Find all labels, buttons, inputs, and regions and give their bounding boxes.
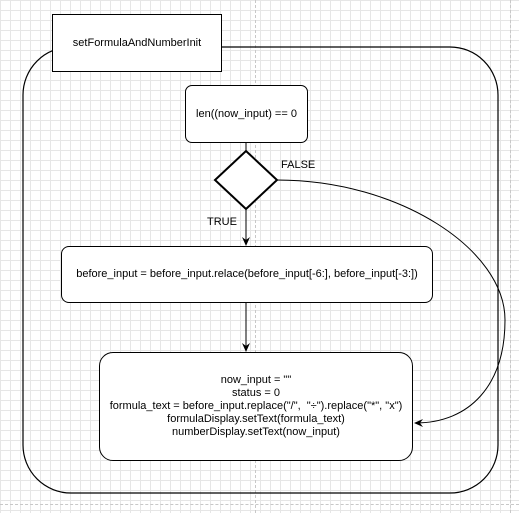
function-container-frame bbox=[22, 46, 499, 494]
function-title: setFormulaAndNumberInit bbox=[72, 36, 202, 49]
true-label: TRUE bbox=[207, 216, 237, 228]
statement-line: formula_text = before_input.replace("/",… bbox=[109, 400, 403, 412]
condition-text: len((now_input) == 0 bbox=[196, 107, 297, 120]
function-title-box[interactable]: setFormulaAndNumberInit bbox=[52, 14, 222, 72]
statement-line: formulaDisplay.setText(formula_text) bbox=[167, 413, 345, 425]
relace-text: before_input = before_input.relace(befor… bbox=[76, 268, 418, 280]
final-statements: now_input = "" status = 0 formula_text =… bbox=[110, 374, 403, 439]
statement-line: now_input = "" bbox=[220, 374, 292, 386]
decision-diamond[interactable] bbox=[213, 149, 279, 211]
canvas-guide-horizontal bbox=[0, 504, 519, 505]
final-node[interactable]: now_input = "" status = 0 formula_text =… bbox=[99, 352, 413, 461]
false-label: FALSE bbox=[281, 159, 316, 171]
condition-node[interactable]: len((now_input) == 0 bbox=[185, 85, 308, 143]
relace-node[interactable]: before_input = before_input.relace(befor… bbox=[61, 246, 433, 303]
edge-false[interactable] bbox=[276, 179, 506, 427]
canvas-guide-vertical-right bbox=[510, 0, 511, 513]
statement-line: status = 0 bbox=[231, 387, 280, 399]
statement-line: numberDisplay.setText(now_input) bbox=[172, 426, 340, 438]
